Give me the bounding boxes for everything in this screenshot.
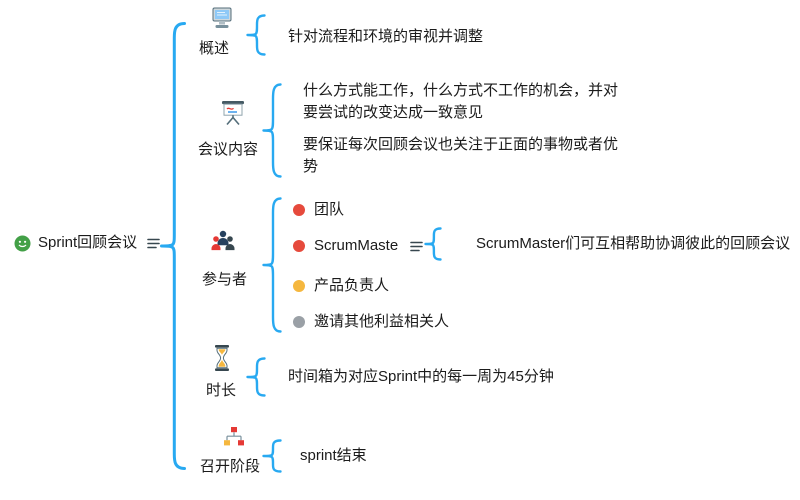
brace-root — [160, 22, 186, 470]
hourglass-icon — [213, 344, 231, 372]
people-icon — [210, 229, 236, 253]
brace-phase — [262, 439, 282, 473]
bullet-icon — [293, 316, 305, 328]
root-node-label: Sprint回顾会议 — [38, 234, 138, 251]
participant-label: 团队 — [314, 201, 345, 218]
branch-label-overview[interactable]: 概述 — [199, 40, 230, 57]
bullet-icon — [293, 204, 305, 216]
presentation-board-icon — [220, 100, 246, 126]
green-smiley-icon — [14, 235, 31, 252]
participant-label: 邀请其他利益相关人 — [314, 313, 450, 330]
bullet-icon — [293, 280, 305, 292]
leaf-content-text-2[interactable]: 要保证每次回顾会议也关注于正面的事物或者优势 — [303, 136, 619, 175]
root-node[interactable]: Sprint回顾会议 — [14, 234, 160, 252]
branch-label-phase[interactable]: 召开阶段 — [200, 458, 261, 475]
brace-participants — [262, 197, 282, 333]
leaf-overview-text[interactable]: 针对流程和环境的审视并调整 — [288, 28, 484, 45]
participant-item-scrummaster[interactable]: ScrumMaste — [293, 235, 423, 257]
participant-label: 产品负责人 — [314, 277, 390, 294]
participant-item-team[interactable]: 团队 — [293, 199, 344, 221]
notes-icon[interactable] — [147, 238, 160, 249]
flowchart-icon — [222, 426, 246, 448]
brace-duration — [246, 357, 266, 397]
participant-item-product-owner[interactable]: 产品负责人 — [293, 275, 389, 297]
branch-label-content[interactable]: 会议内容 — [198, 141, 259, 158]
participant-label: ScrumMaste — [314, 237, 399, 254]
brace-content — [262, 83, 282, 178]
notes-icon[interactable] — [410, 241, 423, 252]
computer-icon — [210, 6, 234, 32]
branch-label-participants[interactable]: 参与者 — [202, 271, 248, 288]
participant-item-stakeholders[interactable]: 邀请其他利益相关人 — [293, 311, 449, 333]
bullet-icon — [293, 240, 305, 252]
brace-overview — [246, 14, 266, 56]
leaf-scrummaster-text[interactable]: ScrumMaster们可互相帮助协调彼此的回顾会议 — [476, 235, 791, 252]
leaf-phase-text[interactable]: sprint结束 — [300, 447, 367, 464]
branch-label-duration[interactable]: 时长 — [206, 382, 237, 399]
leaf-content-text-1[interactable]: 什么方式能工作，什么方式不工作的机会，并对要尝试的改变达成一致意见 — [303, 82, 619, 121]
brace-scrummaster — [424, 227, 442, 261]
leaf-duration-text[interactable]: 时间箱为对应Sprint中的每一周为45分钟 — [288, 368, 554, 385]
